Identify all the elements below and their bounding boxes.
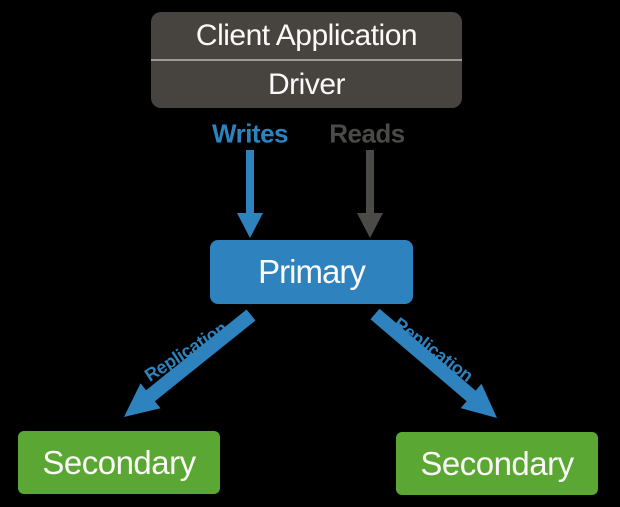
secondary-node-right: Secondary [396,432,598,495]
reads-label: Reads [329,118,405,149]
client-box-divider [151,59,462,61]
client-application-box: Client Application Driver [151,12,462,108]
driver-label: Driver [268,67,346,101]
secondary-node-right-label: Secondary [420,444,574,482]
primary-node: Primary [210,240,413,304]
client-application-label: Client Application [195,18,418,52]
replication-label-right: Replication [389,313,477,386]
primary-node-label: Primary [258,253,366,290]
writes-label: Writes [212,118,289,149]
writes-arrow-icon [237,150,263,238]
replication-arrow-left-icon [124,309,256,417]
reads-arrow-icon [357,150,383,238]
replication-label-left: Replication [140,317,231,386]
secondary-node-left-label: Secondary [42,443,196,481]
secondary-node-left: Secondary [18,431,220,494]
